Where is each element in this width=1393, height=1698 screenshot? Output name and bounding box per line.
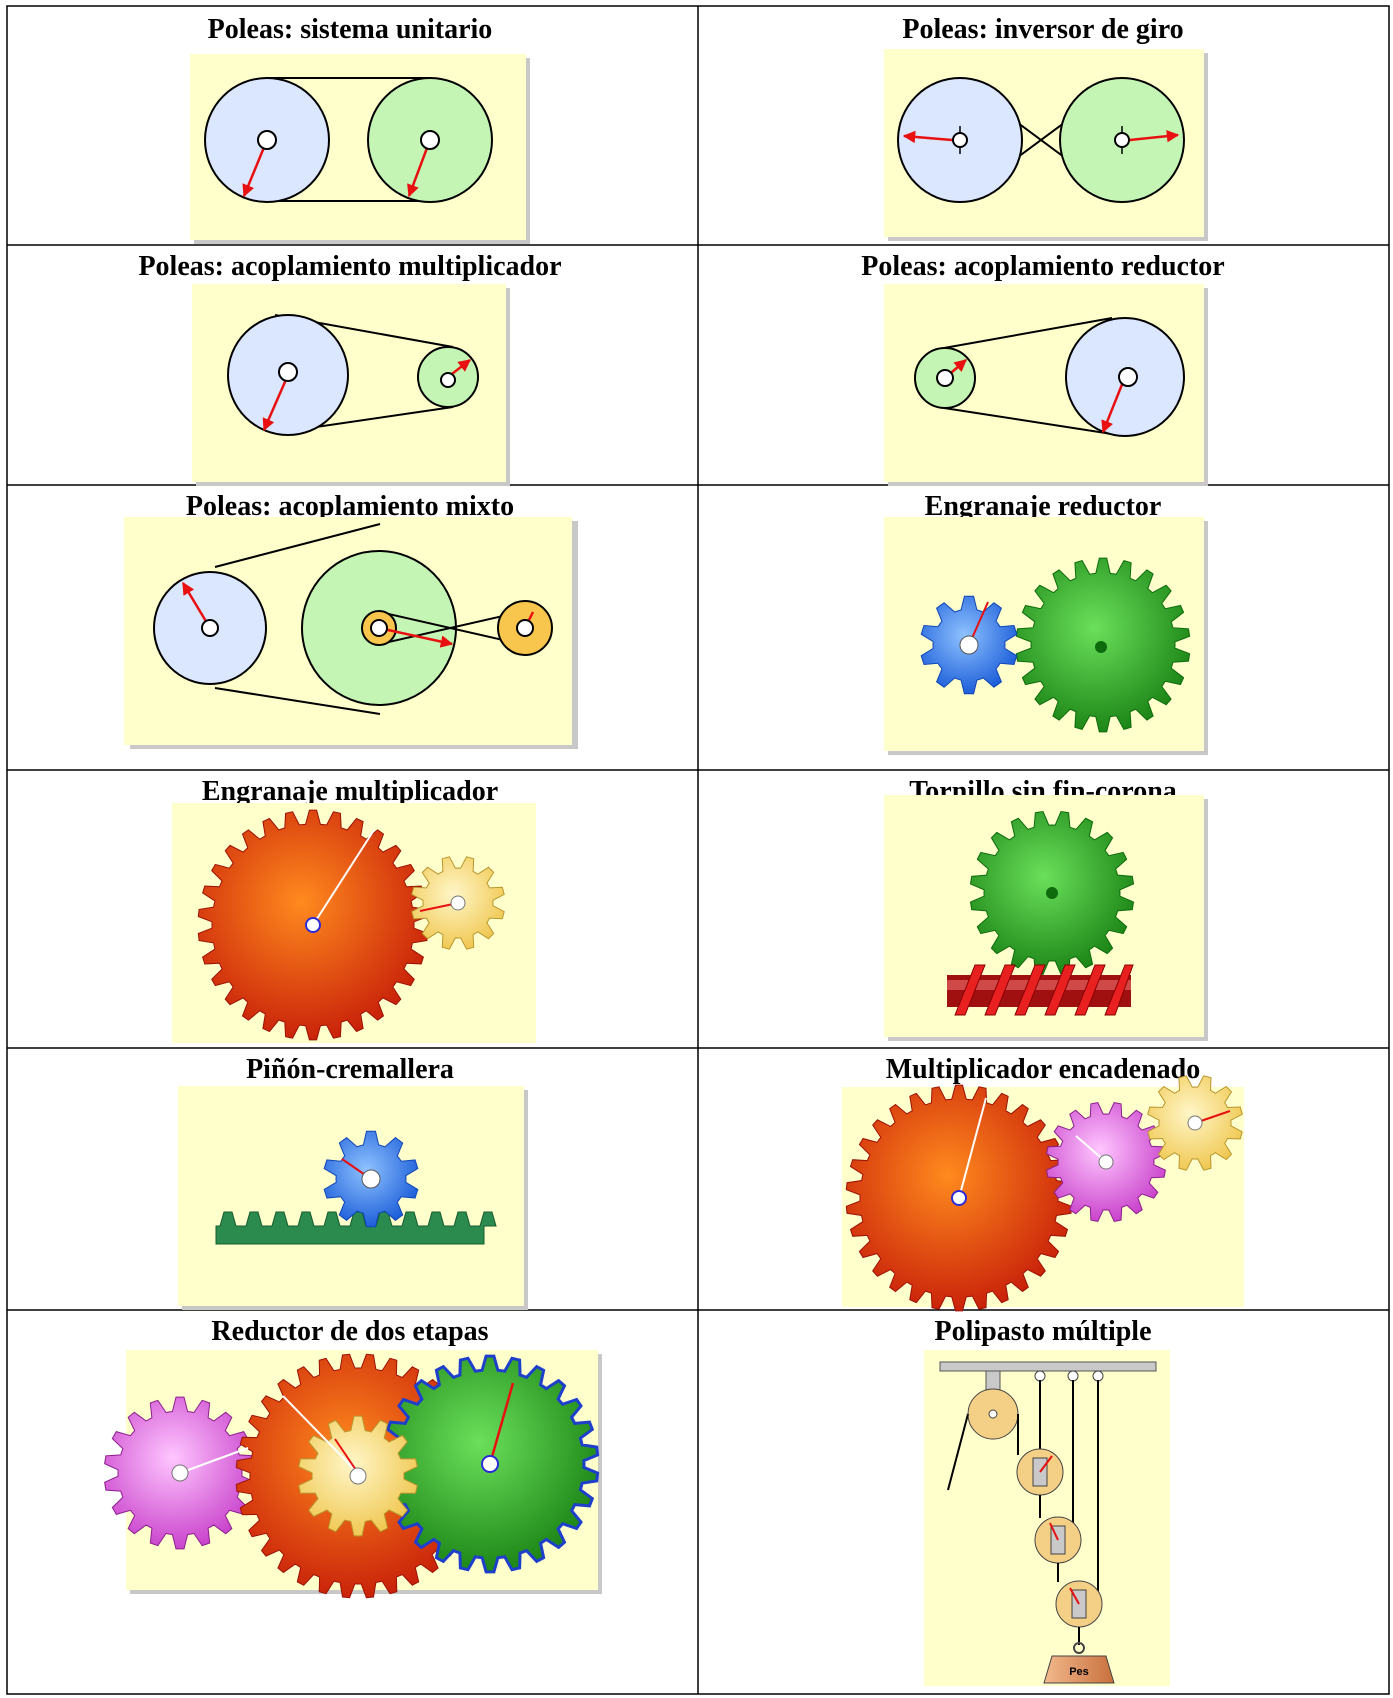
diagram-acoplamiento-multiplicador: [192, 284, 510, 486]
title-poleas-inversor-de-giro: Poleas: inversor de giro: [902, 14, 1183, 45]
ceiling-beam: [940, 1362, 1156, 1371]
title-engranaje-multiplicador: Engranaje multiplicador: [202, 776, 498, 807]
title-reductor-de-dos-etapas: Reductor de dos etapas: [211, 1316, 488, 1347]
title-pinon-cremallera: Piñón-cremallera: [246, 1054, 454, 1085]
title-multiplicador-encadenado: Multiplicador encadenado: [886, 1054, 1201, 1085]
diagram-reductor-de-dos-etapas: [105, 1350, 602, 1598]
title-poleas-acoplamiento-reductor: Poleas: acoplamiento reductor: [861, 251, 1224, 282]
title-polipasto-multiple: Polipasto múltiple: [934, 1316, 1151, 1347]
diagram-acoplamiento-reductor: [884, 284, 1208, 486]
title-poleas-acoplamiento-multiplicador: Poleas: acoplamiento multiplicador: [138, 251, 561, 282]
diagram-inversor-de-giro: [884, 49, 1208, 241]
diagram-pinon-cremallera: [178, 1086, 528, 1310]
diagram-acoplamiento-mixto: [124, 517, 578, 749]
diagram-multiplicador-encadenado: [842, 1076, 1244, 1311]
title-poleas-sistema-unitario: Poleas: sistema unitario: [208, 14, 493, 45]
diagram-tornillo-sin-fin-corona: [884, 795, 1208, 1041]
diagram-engranaje-reductor: [884, 517, 1208, 755]
diagram-polipasto-multiple: Pes: [924, 1350, 1170, 1686]
weight-label: Pes: [1069, 1666, 1089, 1678]
diagram-engranaje-multiplicador: [172, 803, 536, 1043]
diagram-sistema-unitario: [190, 54, 530, 244]
